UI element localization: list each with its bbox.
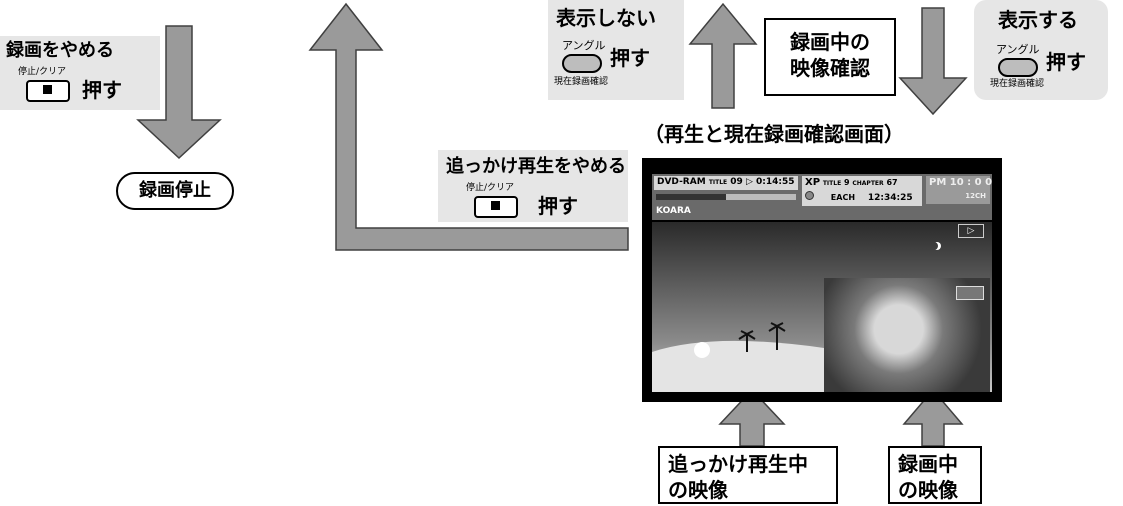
stop-recording-panel: 録画をやめる 停止/クリア 押す xyxy=(0,36,160,110)
play-indicator: ▷ xyxy=(958,224,984,238)
stop-chase-panel: 追っかけ再生をやめる 停止/クリア 押す xyxy=(438,150,628,222)
recording-stopped-badge: 録画停止 xyxy=(116,172,234,210)
osd-chapter-label: CHAPTER xyxy=(852,180,884,187)
arrow-down-stop-recording xyxy=(136,25,222,160)
pip-rec-indicator-icon xyxy=(956,286,984,300)
rec-dot-icon xyxy=(805,191,814,200)
moon-icon xyxy=(930,242,938,250)
osd-rec-title-label: TITLE xyxy=(822,180,842,187)
arrow-up-rec-callout xyxy=(902,388,964,447)
osd-title-num: 09 xyxy=(730,177,743,187)
arrow-up-chase-callout xyxy=(718,388,786,447)
rec-video-line2: の映像 xyxy=(898,478,958,502)
show-current-rec-check-label: 現在録画確認 xyxy=(990,79,1045,89)
stop-chase-button-label: 停止/クリア xyxy=(466,183,515,193)
osd-disc: DVD-RAM xyxy=(657,177,706,187)
osd-disc-info: DVD-RAM TITLE 09 ▷ 0:14:55 xyxy=(654,176,798,190)
chase-video-callout: 追っかけ再生中 の映像 xyxy=(658,446,838,504)
angle-button[interactable] xyxy=(562,54,602,73)
tv-screen: DVD-RAM TITLE 09 ▷ 0:14:55 XP TITLE 9 CH… xyxy=(642,158,1002,402)
stop-chase-press-label: 押す xyxy=(538,194,578,218)
stop-button[interactable] xyxy=(26,80,70,102)
osd-each: EACH xyxy=(830,193,856,202)
osd-play-icon: ▷ xyxy=(745,177,753,187)
rec-video-line1: 録画中 xyxy=(898,452,958,476)
arrow-down-show xyxy=(898,7,968,116)
hide-press-label: 押す xyxy=(610,46,650,70)
hide-display-title: 表示しない xyxy=(556,6,656,30)
show-display-panel: 表示する アングル 押す 現在録画確認 xyxy=(974,0,1108,100)
osd-mode: XP xyxy=(805,177,821,188)
osd-channel: 12CH xyxy=(965,192,986,200)
stop-recording-title: 録画をやめる xyxy=(6,40,114,61)
show-angle-button-label: アングル xyxy=(996,43,1040,56)
stop-chase-button[interactable] xyxy=(474,196,518,218)
osd-rec-time: 12:34:25 xyxy=(867,193,913,203)
rec-video-callout: 録画中 の映像 xyxy=(888,446,982,504)
hide-display-panel: 表示しない アングル 押す 現在録画確認 xyxy=(548,0,684,100)
show-press-label: 押す xyxy=(1046,50,1086,74)
osd-progress-track xyxy=(656,194,796,200)
recording-video-check-line1: 録画中の xyxy=(790,30,870,54)
beach-scene xyxy=(652,322,824,392)
osd-elapsed: 0:14:55 xyxy=(756,177,795,187)
arrow-up-hide xyxy=(688,2,758,109)
recording-stopped-text: 録画停止 xyxy=(139,180,211,201)
osd-program-name: KOARA xyxy=(656,206,691,216)
show-angle-button[interactable] xyxy=(998,58,1038,77)
osd-rec-title-num: 9 xyxy=(843,178,850,187)
osd-progress-fill xyxy=(656,194,726,200)
angle-button-label: アングル xyxy=(562,39,606,52)
osd-chapter-num: 67 xyxy=(886,178,898,187)
recording-video-check-line2: 映像確認 xyxy=(790,56,870,80)
chase-video-line1: 追っかけ再生中 xyxy=(668,452,808,476)
palm-tree-icon xyxy=(738,322,786,352)
recording-video-check-box: 録画中の 映像確認 xyxy=(764,18,896,96)
stop-chase-title: 追っかけ再生をやめる xyxy=(446,156,626,177)
press-label: 押す xyxy=(82,78,122,102)
arrow-return-stop-chase xyxy=(308,2,629,251)
osd-clock: PM 10 : 0 0 xyxy=(929,177,993,188)
current-rec-check-label: 現在録画確認 xyxy=(554,77,609,87)
chase-video-line2: の映像 xyxy=(668,478,728,502)
osd-clock-box: PM 10 : 0 0 12CH xyxy=(926,176,993,204)
osd-rec-info: XP TITLE 9 CHAPTER 67 EACH 12:34:25 xyxy=(802,176,922,206)
stop-button-label: 停止/クリア xyxy=(18,67,67,77)
show-display-title: 表示する xyxy=(998,8,1078,32)
osd-title-label: TITLE xyxy=(708,179,728,186)
screen-caption: （再生と現在録画確認画面） xyxy=(644,122,904,146)
